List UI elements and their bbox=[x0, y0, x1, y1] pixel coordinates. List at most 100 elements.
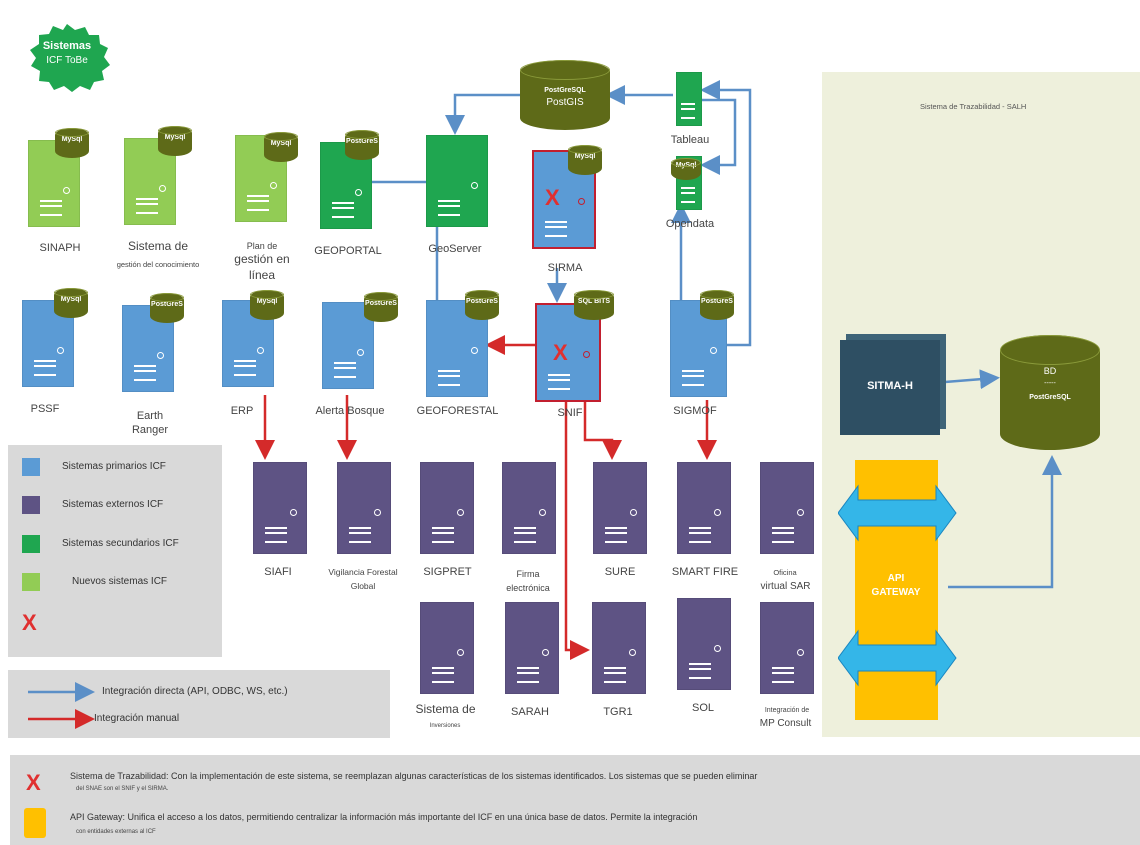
server-tgr1[interactable] bbox=[592, 602, 646, 694]
label-geoforestal: GEOFORESTAL bbox=[416, 405, 499, 417]
label-sigpret: SIGPRET bbox=[423, 566, 472, 578]
legend-swatch-primarios bbox=[22, 458, 40, 476]
label-pssf: PSSF bbox=[30, 403, 60, 415]
panel-title: Sistema de Trazabilidad - SALH bbox=[920, 102, 1027, 111]
label-vig-1: Vigilancia Forestal bbox=[328, 567, 398, 577]
mysql-db-icon: MySql bbox=[55, 128, 89, 158]
mysql-db-icon: MySql bbox=[568, 145, 602, 175]
server-vigilancia-forestal[interactable] bbox=[337, 462, 391, 554]
label-oficina-2: virtual SAR bbox=[760, 581, 811, 592]
server-oficina-virtual[interactable] bbox=[760, 462, 814, 554]
label-earth-1: Earth bbox=[136, 410, 164, 422]
label-siafi: SIAFI bbox=[264, 566, 292, 578]
bd-cylinder-top bbox=[1000, 335, 1100, 365]
postgis-db-line2: PostGIS bbox=[546, 97, 584, 108]
badge-line1: Sistemas bbox=[42, 40, 92, 52]
label-tableau: Tableau bbox=[670, 134, 710, 146]
arrow-sigmof-to-tableau bbox=[700, 80, 752, 347]
legend-swatch-nuevos bbox=[22, 573, 40, 591]
label-geoportal: GEOPORTAL bbox=[314, 245, 382, 257]
postgis-database[interactable]: PostGreSQL PostGIS bbox=[520, 60, 610, 130]
label-firma-1: Firma bbox=[516, 569, 540, 579]
server-sistema-inversiones[interactable] bbox=[420, 602, 474, 694]
label-vig-2: Global bbox=[350, 581, 376, 591]
api-note-icon bbox=[24, 808, 46, 838]
arrow-snif-to-tgr1 bbox=[564, 400, 590, 660]
mysql-db-icon: MySql bbox=[671, 158, 701, 180]
badge-line2: ICF ToBe bbox=[46, 55, 88, 66]
api-gateway-arrows bbox=[838, 484, 957, 687]
note2-main: API Gateway: Unifica el acceso a los dat… bbox=[70, 812, 698, 822]
legend-externos: Sistemas externos ICF bbox=[62, 499, 164, 510]
arrow-api-to-bd bbox=[948, 455, 1062, 589]
mysql-db-icon: MySql bbox=[264, 132, 298, 162]
mysql-db-icon: MySql bbox=[158, 126, 192, 156]
label-sol: SOL bbox=[691, 702, 714, 714]
label-sure: SURE bbox=[604, 566, 636, 578]
server-geoserver[interactable] bbox=[426, 135, 488, 227]
arrow-sitma-to-bd bbox=[944, 369, 1000, 390]
notes-box bbox=[10, 755, 1140, 845]
label-plan-3: línea bbox=[248, 268, 276, 282]
label-smart-fire: SMART FIRE bbox=[671, 566, 739, 578]
label-firma-2: electrónica bbox=[506, 583, 550, 593]
label-sigmof: SIGMOF bbox=[673, 405, 717, 417]
server-firma-electronica[interactable] bbox=[502, 462, 556, 554]
label-sinaph: SINAPH bbox=[39, 242, 81, 254]
postgres-db-icon: PostGreS bbox=[150, 293, 184, 323]
legend-swatch-secundarios bbox=[22, 535, 40, 553]
arrow-tableau-to-opendata bbox=[700, 98, 737, 175]
legend-primarios: Sistemas primarios ICF bbox=[62, 461, 166, 472]
mysql-db-icon: MySql bbox=[250, 290, 284, 320]
legend-directa: Integración directa (API, ODBC, WS, etc.… bbox=[102, 686, 288, 697]
label-earth-2: Ranger bbox=[131, 424, 169, 436]
postgis-db-line1: PostGreSQL bbox=[544, 87, 586, 94]
server-integracion-mp[interactable] bbox=[760, 602, 814, 694]
label-erp: ERP bbox=[230, 405, 254, 417]
arrow-snif-to-sure bbox=[583, 400, 622, 460]
label-sisde-2: Inversiones bbox=[429, 723, 461, 729]
note-x-icon: X bbox=[26, 770, 41, 795]
server-smart-fire[interactable] bbox=[677, 462, 731, 554]
server-siafi[interactable] bbox=[253, 462, 307, 554]
legend-manual: Integración manual bbox=[94, 713, 180, 724]
postgres-db-icon: PostGreS bbox=[345, 130, 379, 160]
bd-postgres-cylinder[interactable]: BD ----- PostGreSQL bbox=[1000, 335, 1100, 450]
server-sarah[interactable] bbox=[505, 602, 559, 694]
postgis-db-top bbox=[520, 60, 610, 80]
note2-sub: con entidades externas al ICF bbox=[76, 829, 156, 835]
server-sol[interactable] bbox=[677, 598, 731, 690]
sistemas-badge-shape bbox=[30, 24, 110, 92]
label-plan-1: Plan de bbox=[246, 241, 278, 251]
label-snif: SNIF bbox=[557, 407, 583, 419]
label-integ-1: Integración de bbox=[764, 707, 810, 714]
legend-secundarios: Sistemas secundarios ICF bbox=[62, 538, 179, 549]
legend-nuevos: Nuevos sistemas ICF bbox=[72, 576, 168, 587]
sitma-h-label: SITMA-H bbox=[867, 380, 913, 392]
label-sgc-2: gestión del conocimiento bbox=[116, 260, 200, 269]
label-oficina-1: Oficina bbox=[773, 568, 797, 577]
postgres-db-icon: PostGreS bbox=[465, 290, 499, 320]
label-geoserver: GeoServer bbox=[428, 243, 482, 255]
legend-box bbox=[8, 445, 222, 657]
label-sgc-1: Sistema de bbox=[127, 239, 189, 253]
server-tableau[interactable] bbox=[676, 72, 702, 126]
mysql-db-icon: MySql bbox=[54, 288, 88, 318]
label-tgr1: TGR1 bbox=[603, 706, 633, 718]
note1-main: Sistema de Trazabilidad: Con la implemen… bbox=[70, 771, 758, 781]
sitma-h-box[interactable]: SITMA-H bbox=[840, 340, 940, 435]
label-sisde-1: Sistema de bbox=[415, 702, 476, 716]
label-alerta-bosque: Alerta Bosque bbox=[315, 405, 385, 417]
server-sigpret[interactable] bbox=[420, 462, 474, 554]
label-sarah: SARAH bbox=[511, 706, 549, 718]
note1-sub: del SNAE son el SNIF y el SIRMA. bbox=[76, 786, 169, 792]
sql-bits-db-icon: SQL BITS bbox=[574, 290, 614, 320]
api-gateway-label: API GATEWAY bbox=[871, 573, 921, 598]
postgres-db-icon: PostGreS bbox=[364, 292, 398, 322]
label-opendata: Opendata bbox=[665, 218, 715, 230]
arrow-postgis-to-geoserver bbox=[445, 93, 525, 135]
server-sure[interactable] bbox=[593, 462, 647, 554]
bd-label-line2: ----- bbox=[1044, 380, 1056, 387]
remove-x-icon: X bbox=[545, 185, 560, 210]
